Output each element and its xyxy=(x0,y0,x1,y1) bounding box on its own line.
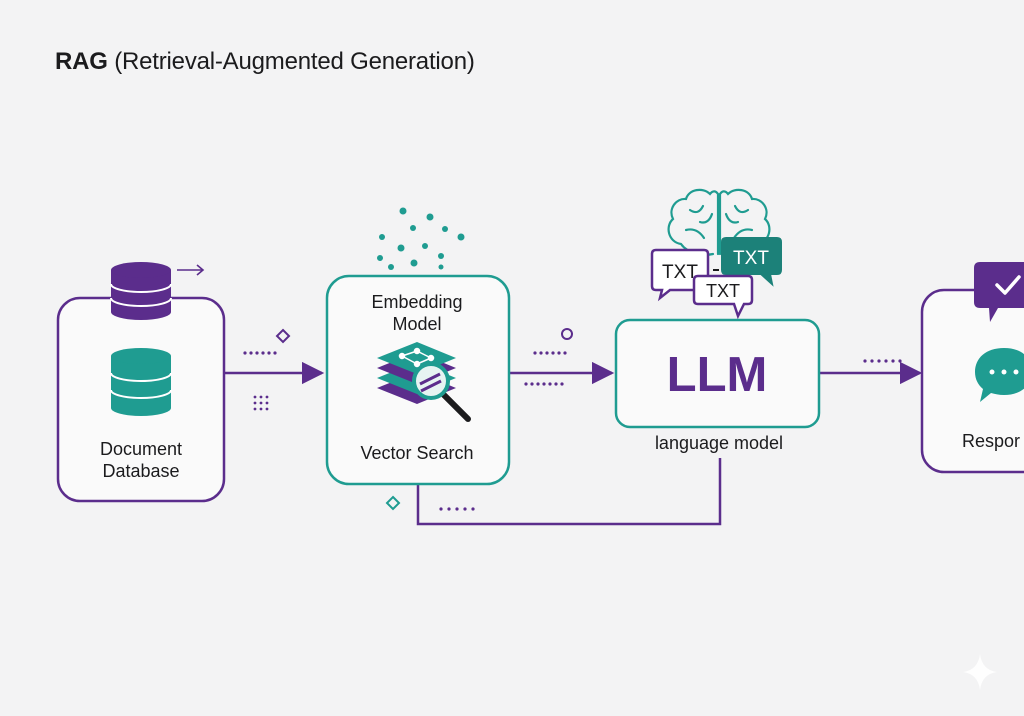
magnifier-icon xyxy=(412,362,471,422)
txt-badge: TXT xyxy=(721,237,782,287)
vector-search-label: Vector Search xyxy=(360,443,473,463)
feedback-loop-connector xyxy=(416,458,722,526)
llm-caption: language model xyxy=(655,433,783,453)
diamond-marker xyxy=(275,328,291,344)
txt-badge: TXT xyxy=(692,274,754,320)
diamond-marker xyxy=(385,495,401,511)
title-expansion: (Retrieval-Augmented Generation) xyxy=(114,48,475,75)
sparkle-icon xyxy=(963,654,997,690)
ring-marker xyxy=(561,328,573,340)
small-arrow-icon xyxy=(177,264,205,276)
txt-badge-left-text: TXT xyxy=(662,262,698,283)
database-icon xyxy=(110,262,172,320)
decorative-dots xyxy=(243,351,902,511)
document-database-label-line2: Database xyxy=(102,461,179,481)
response-label: Respor xyxy=(962,431,1020,451)
embedding-model-label-line2: Model xyxy=(392,314,441,334)
embedding-particles xyxy=(377,207,465,270)
llm-node xyxy=(614,318,821,429)
database-icon xyxy=(110,348,172,416)
chat-bubble-icon xyxy=(975,348,1024,402)
title-acronym: RAG xyxy=(55,48,108,75)
txt-badge-bottom-text: TXT xyxy=(706,281,740,301)
txt-badge-right-text: TXT xyxy=(733,248,769,269)
embedding-model-label-line1: Embedding xyxy=(371,292,462,312)
llm-label: LLM xyxy=(667,348,768,402)
page-title: RAG (Retrieval-Augmented Generation) xyxy=(55,48,475,76)
checkmark-icon xyxy=(974,262,1024,322)
document-database-label-line1: Document xyxy=(100,439,182,459)
